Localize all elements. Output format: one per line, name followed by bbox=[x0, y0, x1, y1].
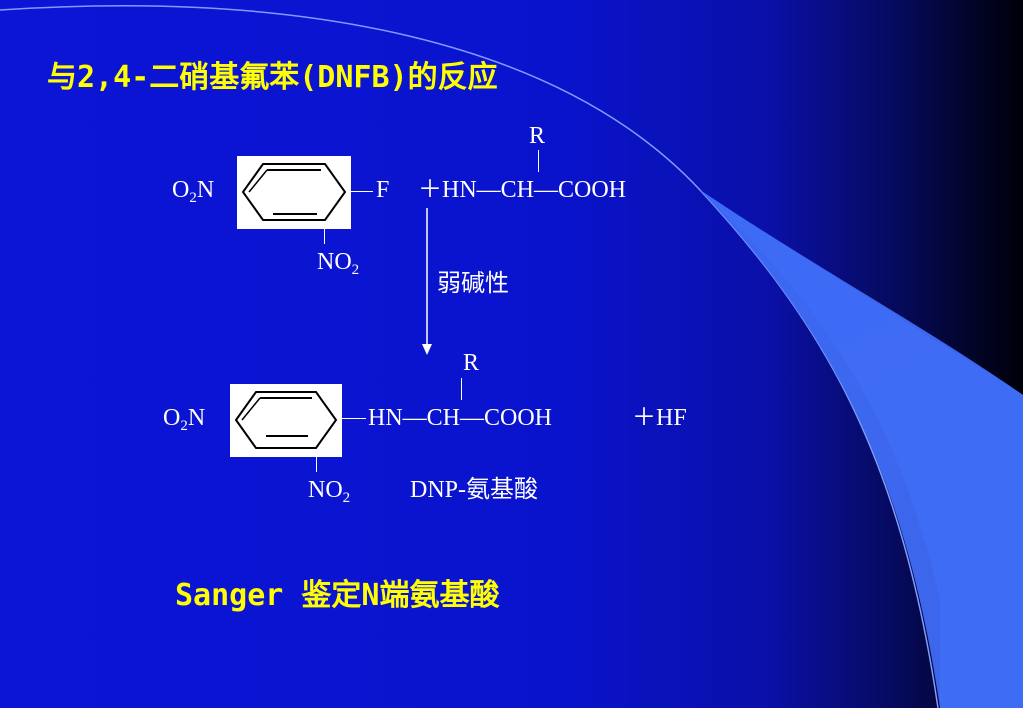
amino-acid-r-group: R bbox=[529, 123, 546, 149]
bond-ring-no2 bbox=[324, 229, 325, 244]
bond-ring-f bbox=[351, 191, 373, 192]
byproduct-hf: ＋HF bbox=[632, 405, 687, 431]
benzene-ring-product bbox=[230, 384, 342, 457]
reactant-no2-group: NO2 bbox=[317, 249, 360, 278]
slide-footer-caption: Sanger 鉴定N端氨基酸 bbox=[175, 578, 500, 613]
slide-title: 与2,4-二硝基氟苯(DNFB)的反应 bbox=[47, 60, 498, 95]
amino-acid-formula: ＋HN—CH—COOH bbox=[418, 177, 627, 203]
product-name: DNP-氨基酸 bbox=[410, 477, 539, 503]
bond-r-ch bbox=[538, 150, 539, 172]
product-r-group: R bbox=[463, 350, 480, 376]
product-no2-group: NO2 bbox=[308, 477, 351, 506]
reactant-o2n-group: O2N bbox=[172, 177, 215, 206]
bond-product-r-ch bbox=[461, 378, 462, 400]
reaction-condition: 弱碱性 bbox=[437, 271, 509, 297]
fluorine-atom: F bbox=[376, 177, 390, 203]
reaction-arrow bbox=[422, 208, 432, 355]
product-formula: HN—CH—COOH bbox=[368, 405, 553, 431]
benzene-ring-reactant bbox=[237, 156, 351, 229]
bond-ring-hn bbox=[342, 418, 366, 419]
product-o2n-group: O2N bbox=[163, 405, 206, 434]
bond-product-ring-no2 bbox=[316, 457, 317, 472]
